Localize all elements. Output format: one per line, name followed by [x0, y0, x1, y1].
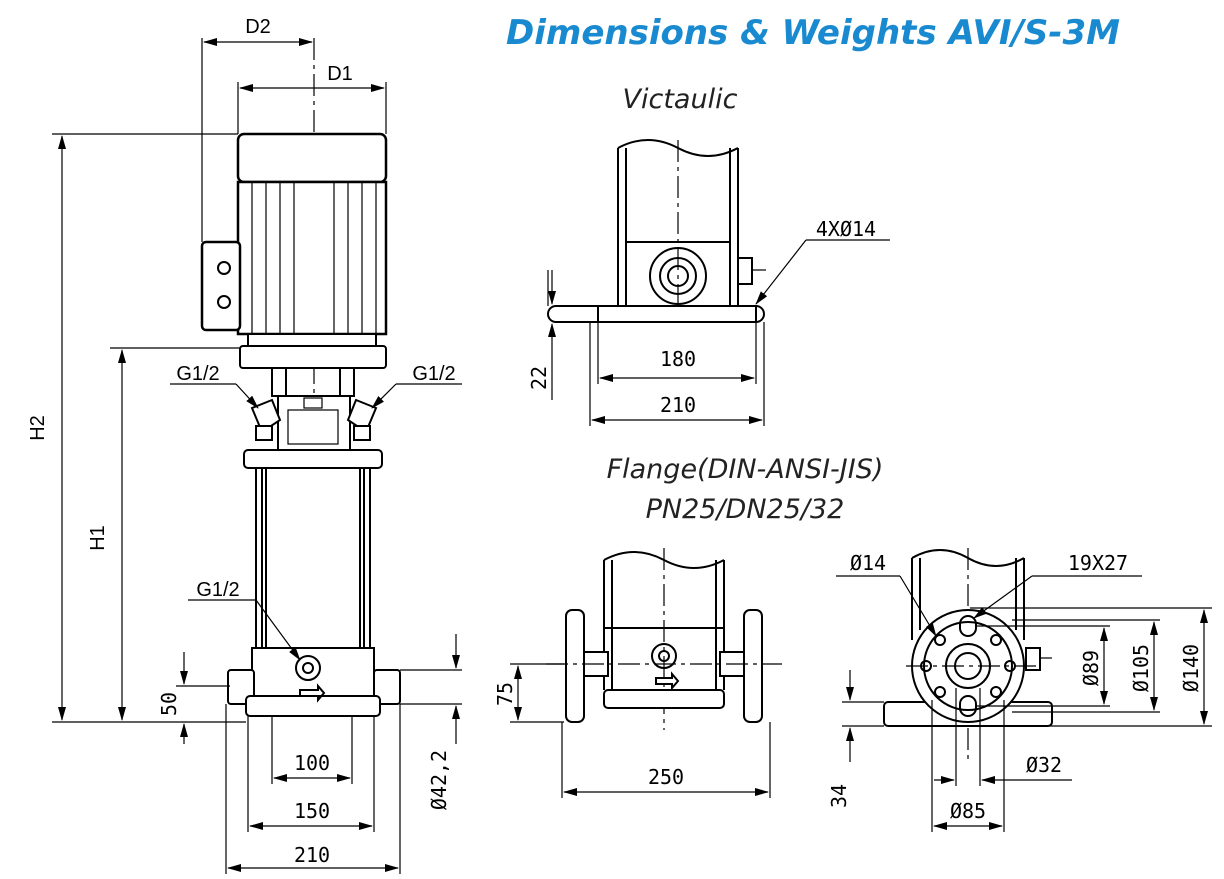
- port-label-right: G1/2: [412, 363, 455, 385]
- flange-d89: Ø89: [1079, 650, 1103, 686]
- flange-d105: Ø105: [1129, 644, 1153, 692]
- flange-side-view: 75 250: [493, 548, 782, 798]
- victaulic-base: [547, 305, 765, 323]
- terminal-box: [200, 240, 242, 332]
- pump-base: [251, 647, 375, 697]
- dim-h2: H2: [27, 415, 49, 441]
- victaulic-heading: Victaulic: [623, 84, 738, 115]
- dim-d2: D2: [245, 16, 271, 38]
- dim-inlet-height: 50: [157, 692, 181, 716]
- pump-sleeve: [265, 467, 361, 649]
- dim-span-100: 100: [294, 751, 330, 775]
- port-label-left: G1/2: [176, 363, 219, 385]
- page-title: Dimensions & Weights AVI/S-3M: [506, 13, 1120, 53]
- pump-elevation-view: D1 D2 H2 H1 G1/2 G1/2 G1/2 50 Ø42,: [27, 16, 462, 874]
- motor-body: [236, 180, 388, 336]
- flange-front-view: Ø14 19X27 Ø89 Ø105 Ø140 Ø32 Ø85: [827, 548, 1212, 832]
- flange-heading-1: Flange(DIN-ANSI-JIS): [607, 454, 884, 485]
- flange-d32: Ø32: [1026, 753, 1062, 777]
- victaulic-inlet: [649, 247, 707, 305]
- flange-slot: 19X27: [1068, 551, 1128, 575]
- port-label-drain: G1/2: [196, 579, 239, 601]
- vent-valve-left: [250, 398, 282, 441]
- flange-overall-width: 250: [648, 765, 684, 789]
- victaulic-view: Victaulic 4XØ14 22 180 210: [527, 84, 890, 426]
- victaulic-outer-span: 210: [660, 393, 696, 417]
- flange-d140: Ø140: [1179, 644, 1203, 692]
- vent-valve-right: [346, 398, 378, 441]
- dim-h1: H1: [87, 525, 109, 551]
- flange-right: [743, 609, 763, 723]
- victaulic-base-height: 22: [527, 366, 551, 390]
- pump-head-top: [243, 449, 383, 469]
- dim-pipe-diameter: Ø42,2: [427, 750, 451, 810]
- victaulic-inner-span: 180: [660, 347, 696, 371]
- motor-fan-cover: [236, 132, 388, 184]
- flange-heading-2: PN25/DN25/32: [646, 494, 845, 525]
- flange-center-height: 75: [493, 682, 517, 706]
- flange-base-height: 34: [827, 784, 851, 808]
- flange-bolt-hole: Ø14: [850, 551, 886, 575]
- flange-left: [565, 609, 585, 723]
- dim-span-210: 210: [294, 843, 330, 867]
- dim-d1: D1: [327, 63, 353, 85]
- drain-plug: [295, 655, 321, 681]
- victaulic-holes: 4XØ14: [816, 217, 876, 241]
- flange-d85: Ø85: [950, 799, 986, 823]
- dim-span-150: 150: [294, 799, 330, 823]
